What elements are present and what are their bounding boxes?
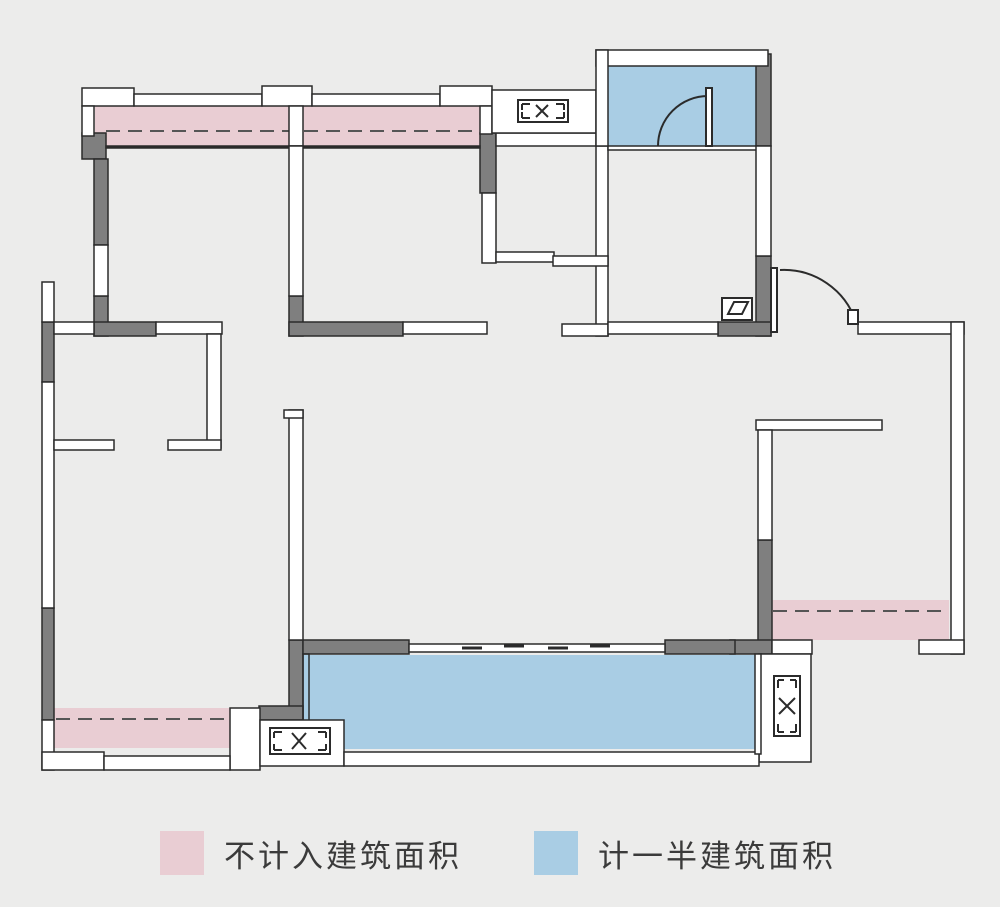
wall-outlines — [41, 49, 965, 771]
doors — [657, 87, 859, 333]
east-balcony-zone — [771, 600, 949, 640]
duct-north — [517, 99, 569, 123]
entry-door-leaf — [770, 267, 778, 333]
legend-swatch-blue — [534, 831, 578, 875]
legend-item-excluded: 不计入建筑面积 — [160, 830, 462, 876]
entry-door-stop — [847, 309, 859, 325]
duct-shafts — [269, 99, 801, 755]
balcony-door-leaf — [705, 87, 713, 147]
structural-walls — [41, 53, 773, 721]
area-zones — [54, 66, 949, 749]
floor-plan — [41, 49, 965, 771]
legend-item-half: 计一半建筑面积 — [534, 830, 836, 876]
duct-east — [773, 675, 801, 737]
window-mullions — [462, 644, 610, 650]
north-balcony-zone — [95, 106, 480, 146]
entry-door-swing — [779, 268, 857, 323]
floor-plan-drawing — [41, 49, 965, 771]
north-service-balcony-zone — [608, 66, 760, 147]
legend-label-excluded: 不计入建筑面积 — [224, 838, 462, 875]
southwest-balcony-zone — [54, 708, 232, 748]
legend-swatch-pink — [160, 831, 204, 875]
kitchen-fixture — [721, 297, 753, 321]
balcony-door-swing — [657, 95, 709, 147]
south-balcony-zone — [303, 655, 755, 749]
legend-label-half: 计一半建筑面积 — [598, 838, 836, 875]
duct-south — [269, 727, 331, 755]
